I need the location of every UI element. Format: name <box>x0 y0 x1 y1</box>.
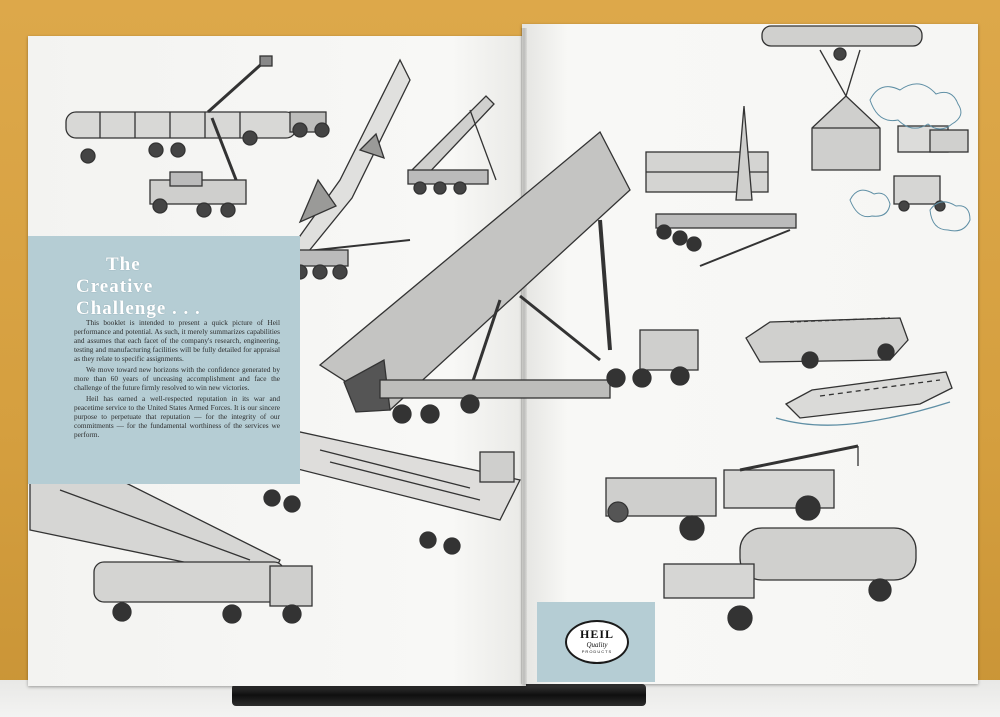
intro-paragraph-2: We move toward new horizons with the con… <box>74 365 280 392</box>
fuel-tanker-truck-illustration <box>93 561 313 624</box>
heading-line-3: Challenge . . . <box>76 298 201 319</box>
intro-paragraph-3: Heil has earned a well-respected reputat… <box>74 394 280 439</box>
heading-line-1: The <box>106 254 141 275</box>
heil-logo: HEIL Quality PRODUCTS <box>565 620 629 664</box>
intro-heading: The Creative Challenge . . . <box>72 254 272 320</box>
crane-truck-illustration <box>149 55 273 218</box>
tanker-trailer-illustration <box>663 527 917 631</box>
pipe-trailer-illustration <box>65 111 330 164</box>
conveyor-loader-illustration <box>407 95 497 195</box>
amphibious-vehicle-illustration <box>745 317 909 369</box>
logo-name: HEIL <box>579 627 614 641</box>
heading-line-2: Creative <box>76 276 154 297</box>
intro-panel <box>28 236 300 484</box>
intro-body: This booklet is intended to present a qu… <box>74 318 280 441</box>
mobile-crane-illustration <box>605 444 859 541</box>
shelter-units-illustration <box>893 125 969 212</box>
logo-script: Quality <box>586 641 608 649</box>
missile-transporter-illustration <box>645 105 797 267</box>
intro-paragraph-1: This booklet is intended to present a qu… <box>74 318 280 363</box>
binding-rod <box>232 684 646 706</box>
dump-trailer-illustration <box>318 130 699 424</box>
parachute-crate-illustration <box>811 95 881 171</box>
landing-craft-illustration <box>775 371 953 426</box>
page-gutter <box>521 28 527 684</box>
logo-small-text: PRODUCTS <box>581 649 613 654</box>
tree-sketches <box>849 83 971 232</box>
cargo-aircraft-illustration <box>761 25 923 97</box>
flatbed-trailer-illustration <box>260 431 521 555</box>
